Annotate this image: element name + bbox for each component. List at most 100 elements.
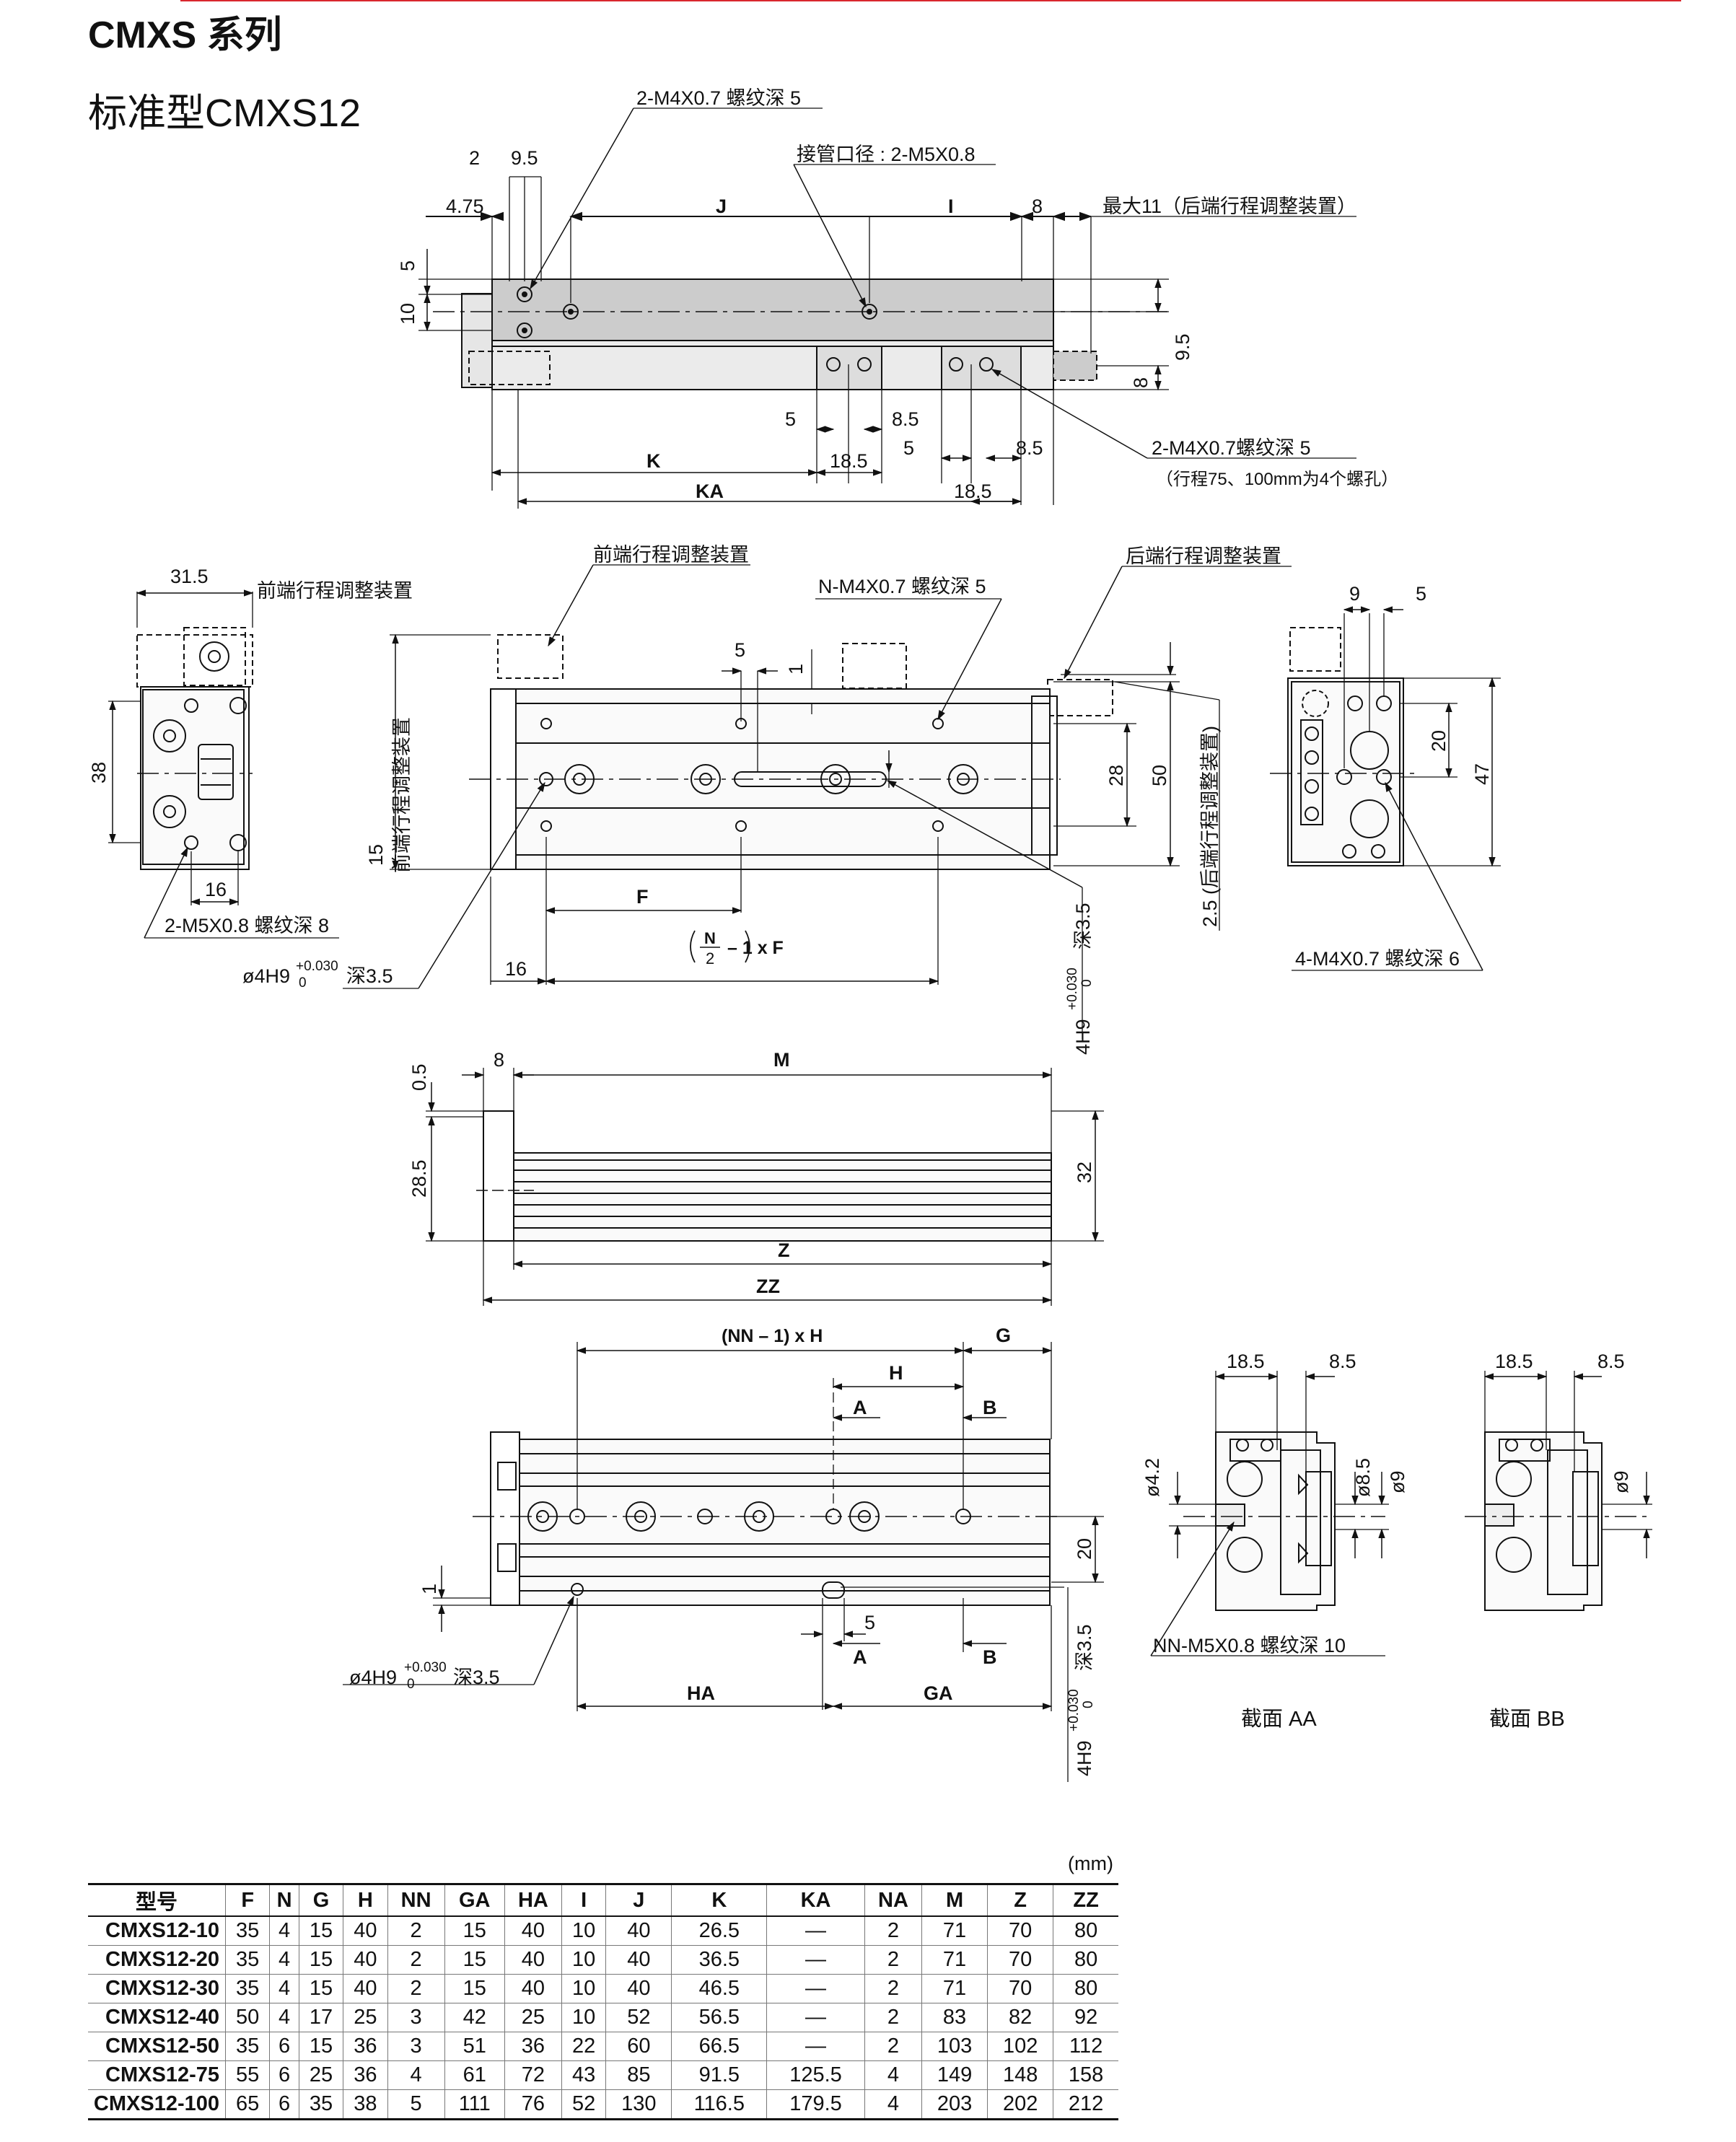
cell: 103	[921, 2032, 988, 2061]
cell: 130	[605, 2089, 672, 2120]
dim-31-5: 31.5	[170, 566, 209, 587]
cell: 61	[444, 2060, 505, 2090]
table-header-row: 型号 F N G H NN GA HA I J K KA NA M Z ZZ	[88, 1883, 1118, 1917]
cell: 70	[987, 1945, 1053, 1975]
label-front-adj-vertical: 前端行程调整装置	[391, 717, 413, 873]
cell: 76	[504, 2089, 562, 2120]
cell-model: CMXS12-100	[88, 2089, 226, 2120]
cell: 71	[921, 1974, 988, 2003]
dim-18-5: 18.5	[830, 450, 868, 472]
cell: 6	[269, 2060, 299, 2090]
header-KA: KA	[766, 1883, 865, 1917]
dim-47-right: 47	[1471, 763, 1493, 785]
cell: —	[766, 1974, 865, 2003]
dim-8: 8	[1032, 196, 1043, 217]
cell: 2	[864, 1945, 922, 1975]
dim-16: 16	[205, 879, 227, 900]
cell: 36	[343, 2060, 388, 2090]
right-end-view	[1270, 606, 1501, 971]
dim-ZZ: ZZ	[756, 1276, 780, 1297]
cell: 35	[224, 1974, 270, 2003]
label-rear-adj-vertical: 2.5 (后端行程调整装置)	[1199, 726, 1221, 927]
dim-1-side: 1	[785, 664, 807, 675]
header-F: F	[224, 1883, 270, 1917]
label-m4-thread: 4-M4X0.7 螺纹深 6	[1295, 948, 1460, 970]
cell: 40	[343, 1916, 388, 1946]
header-Z: Z	[987, 1883, 1053, 1917]
cell: —	[766, 2032, 865, 2061]
cell: 10	[561, 1916, 606, 1946]
header-GA: GA	[444, 1883, 505, 1917]
dim-Z: Z	[778, 1239, 790, 1261]
top-view-labels: 2-M4X0.7 螺纹深 5 接管口径 : 2-M5X0.8 最大11（后端行程…	[397, 87, 1398, 502]
label-n-thread: N-M4X0.7 螺纹深 5	[818, 576, 986, 597]
label-rear-adj: 后端行程调整装置	[1126, 545, 1281, 567]
bb-dim-18-5: 18.5	[1495, 1351, 1533, 1372]
dim-10: 10	[397, 303, 418, 325]
cell: 46.5	[671, 1974, 767, 2003]
pin-depth: 深3.5	[346, 965, 393, 987]
dim-18-5b: 18.5	[954, 480, 992, 502]
cell: 52	[561, 2089, 606, 2120]
dim-A-lower: A	[853, 1646, 867, 1668]
vertical-depth-bottom: 深3.5	[1074, 1624, 1095, 1671]
dim-HA: HA	[687, 1682, 715, 1704]
vertical-tol-zero-bottom: 0	[1081, 1700, 1096, 1708]
cell: 158	[1053, 2060, 1118, 2090]
cell-model: CMXS12-20	[88, 1945, 226, 1975]
aa-dim-18-5: 18.5	[1227, 1351, 1265, 1372]
cell: 212	[1053, 2089, 1118, 2120]
dim-38: 38	[88, 762, 110, 784]
cell: 203	[921, 2089, 988, 2120]
cell: 40	[605, 1916, 672, 1946]
cell: 4	[864, 2060, 922, 2090]
cell: 2	[864, 2032, 922, 2061]
dim-1-bottom: 1	[418, 1584, 440, 1594]
cell: 72	[504, 2060, 562, 2090]
aa-dim-4-2: ø4.2	[1141, 1458, 1163, 1497]
label-nn-thread: NN-M5X0.8 螺纹深 10	[1153, 1635, 1346, 1656]
cell: —	[766, 2003, 865, 2032]
dim-5b: 5	[785, 408, 796, 430]
dim-32: 32	[1074, 1162, 1095, 1183]
dim-5c: 5	[903, 437, 914, 459]
cell: 71	[921, 1945, 988, 1975]
cell: 4	[269, 1945, 299, 1975]
header-H: H	[343, 1883, 388, 1917]
cell: 40	[343, 1974, 388, 2003]
cell: 36	[504, 2032, 562, 2061]
dim-GA: GA	[924, 1682, 953, 1704]
vertical-depth: 深3.5	[1072, 903, 1094, 949]
dim-H: H	[889, 1362, 903, 1384]
pin-hole-label: ø4H9	[242, 965, 290, 987]
top-view	[418, 107, 1356, 509]
dim-K: K	[646, 450, 661, 472]
label-section-aa: 截面 AA	[1241, 1707, 1317, 1731]
cell: 179.5	[766, 2089, 865, 2120]
cell: 6	[269, 2089, 299, 2120]
dimension-table: 型号 F N G H NN GA HA I J K KA NA M Z ZZ C…	[88, 1883, 1118, 2120]
dim-9-right: 9	[1349, 583, 1360, 605]
dim-A: A	[853, 1397, 867, 1418]
cell: 82	[987, 2003, 1053, 2032]
cell: 26.5	[671, 1916, 767, 1946]
pin-depth-bottom: 深3.5	[453, 1667, 500, 1688]
cell: 111	[444, 2089, 505, 2120]
formula-rest: – 1 x F	[727, 938, 784, 958]
cell: 2	[387, 1974, 445, 2003]
cell: 80	[1053, 1916, 1118, 1946]
dim-G: G	[996, 1325, 1011, 1346]
cell: 125.5	[766, 2060, 865, 2090]
cell: 2	[387, 1945, 445, 1975]
cell: 149	[921, 2060, 988, 2090]
table-row: CMXS12-30 35 4 15 40 2 15 40 10 40 46.5 …	[88, 1974, 1118, 2003]
dim-J: J	[716, 196, 727, 217]
header-I: I	[561, 1883, 606, 1917]
cell: 56.5	[671, 2003, 767, 2032]
side-view	[343, 564, 1292, 1039]
cell: 4	[864, 2089, 922, 2120]
cell: 15	[298, 2032, 343, 2061]
pin-hole-bottom: ø4H9	[349, 1667, 397, 1688]
dim-4-75: 4.75	[446, 196, 484, 217]
dim-50: 50	[1149, 765, 1170, 786]
